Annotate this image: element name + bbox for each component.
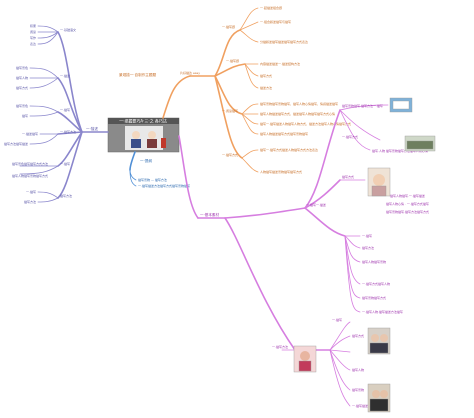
- purple-leaf[interactable]: 积累: [30, 23, 36, 28]
- magenta-leaf[interactable]: 描写景物描写方式: [362, 295, 386, 300]
- orange-leaf[interactable]: 描写一·描写方式描述人物描写方式方法表达: [260, 147, 318, 152]
- purple-leaf[interactable]: 描写方法: [24, 199, 36, 204]
- central-picture-figure: [132, 131, 140, 139]
- orange-branch: [162, 7, 259, 173]
- magenta-leaves: [281, 104, 389, 407]
- orange-branch-label[interactable]: 景观描一·自制作主题题: [119, 72, 156, 77]
- photo-thumbnail[interactable]: [367, 167, 391, 197]
- orange-leaf[interactable]: 一·起描述组合题: [260, 5, 282, 10]
- purple-leaf[interactable]: 描写方式: [16, 85, 28, 90]
- blue-note[interactable]: 一·描写描述方法描写方式描写景物描写: [138, 183, 190, 188]
- orange-leaf[interactable]: 内容描述描述一·描述结构方法: [260, 61, 300, 66]
- photo-thumbnail[interactable]: [389, 97, 413, 113]
- magenta-main-connector: [178, 135, 199, 219]
- purple-group-label[interactable]: 一·描写: [60, 161, 70, 166]
- magenta-leaf[interactable]: 描写·人物 描写景物描写方法描写人物心情: [372, 148, 428, 153]
- orange-leaf[interactable]: 描述方法: [260, 85, 272, 90]
- orange-leaf[interactable]: 描写一·描写描述人物描写人物方式，描述方法描写人物心情描写方式: [260, 121, 351, 126]
- central-title: 一·把握要巧A·三·之 各巧达: [119, 118, 167, 124]
- magenta-leaf[interactable]: 描写人物描写景物: [362, 259, 386, 264]
- purple-leaf[interactable]: 写作: [30, 35, 36, 40]
- magenta-leaf[interactable]: 描写景物描写·描写方法描写方式: [386, 209, 429, 214]
- purple-leaf[interactable]: 描写: [22, 113, 28, 118]
- purple-group-label[interactable]: 一·描写: [60, 107, 70, 112]
- central-picture: [125, 126, 163, 150]
- orange-sub-b2-label[interactable]: 一·描写题: [226, 58, 239, 63]
- purple-branch-label[interactable]: 一·描述: [86, 126, 98, 131]
- blue-branch-label[interactable]: 一·提纲: [140, 158, 152, 163]
- purple-leaf[interactable]: 描写景色: [16, 65, 28, 70]
- magenta-leaf[interactable]: 一·描写: [332, 317, 342, 322]
- blue-note[interactable]: 描写景物 — 描写方法: [138, 177, 167, 182]
- orange-sub-d-label[interactable]: 一·描写方式: [222, 152, 238, 157]
- magenta-leaf[interactable]: 一·描写方式描写人物: [362, 281, 390, 286]
- magenta-leaf[interactable]: 描写方式: [342, 174, 354, 179]
- orange-main-connector: [162, 75, 191, 119]
- magenta-sub-label[interactable]: 一·描写一·描述: [306, 202, 326, 207]
- purple-leaf[interactable]: 一·描述描写: [22, 131, 38, 136]
- orange-sub-c-label[interactable]: 一·阅读描写: [222, 108, 238, 113]
- purple-leaf[interactable]: 描写人物: [16, 75, 28, 80]
- purple-leaf[interactable]: 描写景色: [16, 103, 28, 108]
- orange-leaf[interactable]: 分描叙述描写描述描写描写方式表达: [260, 39, 308, 44]
- blue-main-connector: [129, 151, 136, 171]
- orange-leaf[interactable]: 描写人物描述描写方式，描述描写人物描写描写方式心情: [260, 111, 335, 116]
- purple-group-label[interactable]: 描写方法: [60, 193, 72, 198]
- magenta-branch: [178, 109, 346, 351]
- magenta-leaf[interactable]: 一·描写人物描写·一·描写描述: [386, 193, 425, 198]
- purple-branch: [19, 25, 109, 203]
- magenta-leaf[interactable]: 一·描写方式: [342, 134, 358, 139]
- orange-leaf[interactable]: 一·组合叙述描写与描写: [260, 19, 291, 24]
- purple-leaf[interactable]: 描写人物描写景物描写方式: [12, 173, 48, 178]
- magenta-leaf[interactable]: 一·描写人物·描写描述方法描写: [362, 309, 403, 314]
- orange-sub-a-label[interactable]: 片好描达 easy: [180, 70, 200, 75]
- magenta-branch-label[interactable]: 一·基本素材: [200, 212, 220, 217]
- purple-leaf[interactable]: 描写方法描写描述: [4, 141, 28, 146]
- magenta-leaf[interactable]: 描写方式: [352, 333, 364, 338]
- orange-leaf[interactable]: 描写景物描写景物描写，描写人物心情描写，情感描述描写: [260, 101, 338, 106]
- purple-leaf[interactable]: 一·描写: [26, 189, 36, 194]
- magenta-leaf[interactable]: 描写景物: [352, 387, 364, 392]
- magenta-leaf[interactable]: 描写方法: [362, 245, 374, 250]
- orange-leaf[interactable]: 人物描写描述景物描写描写方式: [260, 169, 302, 174]
- purple-group-label[interactable]: 一·描写方法: [60, 129, 76, 134]
- central-node[interactable]: 一·把握要巧A·三·之 各巧达: [107, 118, 180, 153]
- magenta-leaf[interactable]: 一·描写: [362, 233, 372, 238]
- photo-thumbnail[interactable]: [404, 135, 436, 152]
- magenta-leaf[interactable]: 一·描写描述: [352, 403, 368, 408]
- magenta-leaf[interactable]: 描写人物心情 · 一·描写方式描写: [386, 201, 429, 206]
- magenta-leaf[interactable]: 描写景物描写·描写方法一·描写: [342, 103, 383, 108]
- purple-group-label[interactable]: 一·描述: [60, 73, 70, 78]
- photo-thumbnail[interactable]: [367, 327, 391, 355]
- orange-leaf[interactable]: 描写人物描述描写方式描写景物描写: [260, 131, 308, 136]
- purple-leaf[interactable]: 描写景色描写描写方式方法: [12, 161, 48, 166]
- photo-thumbnail[interactable]: [293, 345, 317, 373]
- purple-group-label[interactable]: 一·基础语文: [60, 27, 76, 32]
- magenta-leaf[interactable]: 描写人物: [352, 367, 364, 372]
- photo-thumbnail[interactable]: [367, 383, 391, 413]
- orange-leaf[interactable]: 描写方式: [260, 73, 272, 78]
- orange-sub-b-label[interactable]: 一·描写题: [222, 24, 235, 29]
- magenta-sub-label[interactable]: 一·描写方法: [272, 344, 288, 349]
- purple-leaf[interactable]: 表达: [30, 41, 36, 46]
- blue-branch: [129, 151, 137, 187]
- purple-leaf[interactable]: 阅读: [30, 29, 36, 34]
